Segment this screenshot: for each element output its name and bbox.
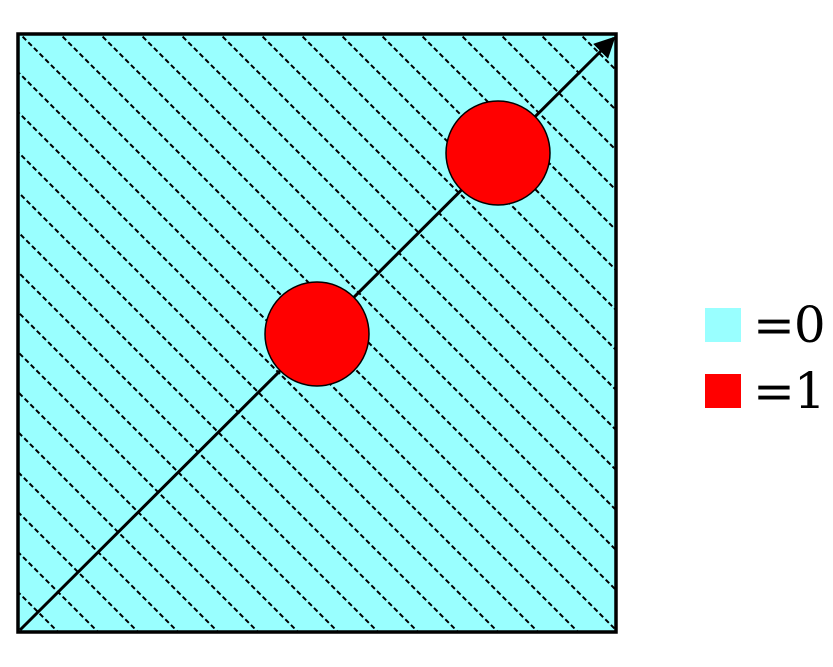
- feature-disk-upper: [445, 100, 551, 206]
- legend: =0 =1: [705, 292, 826, 424]
- hatch-line: [18, 110, 540, 632]
- hatch-line: [258, 34, 616, 392]
- hatch-line: [18, 190, 460, 632]
- hatch-line: [18, 270, 380, 632]
- legend-label-one: =1: [753, 362, 826, 420]
- legend-label-zero: =0: [753, 296, 826, 354]
- legend-swatch-one: [705, 374, 741, 408]
- hatch-line: [98, 34, 616, 552]
- legend-swatch-zero: [705, 308, 741, 342]
- hatch-line: [18, 150, 500, 632]
- hatch-line: [298, 34, 616, 352]
- hatch-line: [178, 34, 616, 472]
- hatch-line: [218, 34, 616, 432]
- square-outline: [16, 32, 618, 634]
- legend-item-one: =1: [705, 358, 826, 424]
- hatch-line: [138, 34, 616, 512]
- legend-item-zero: =0: [705, 292, 826, 358]
- hatch-line: [18, 310, 340, 632]
- feature-disk-lower: [264, 281, 370, 387]
- hatch-line: [18, 230, 420, 632]
